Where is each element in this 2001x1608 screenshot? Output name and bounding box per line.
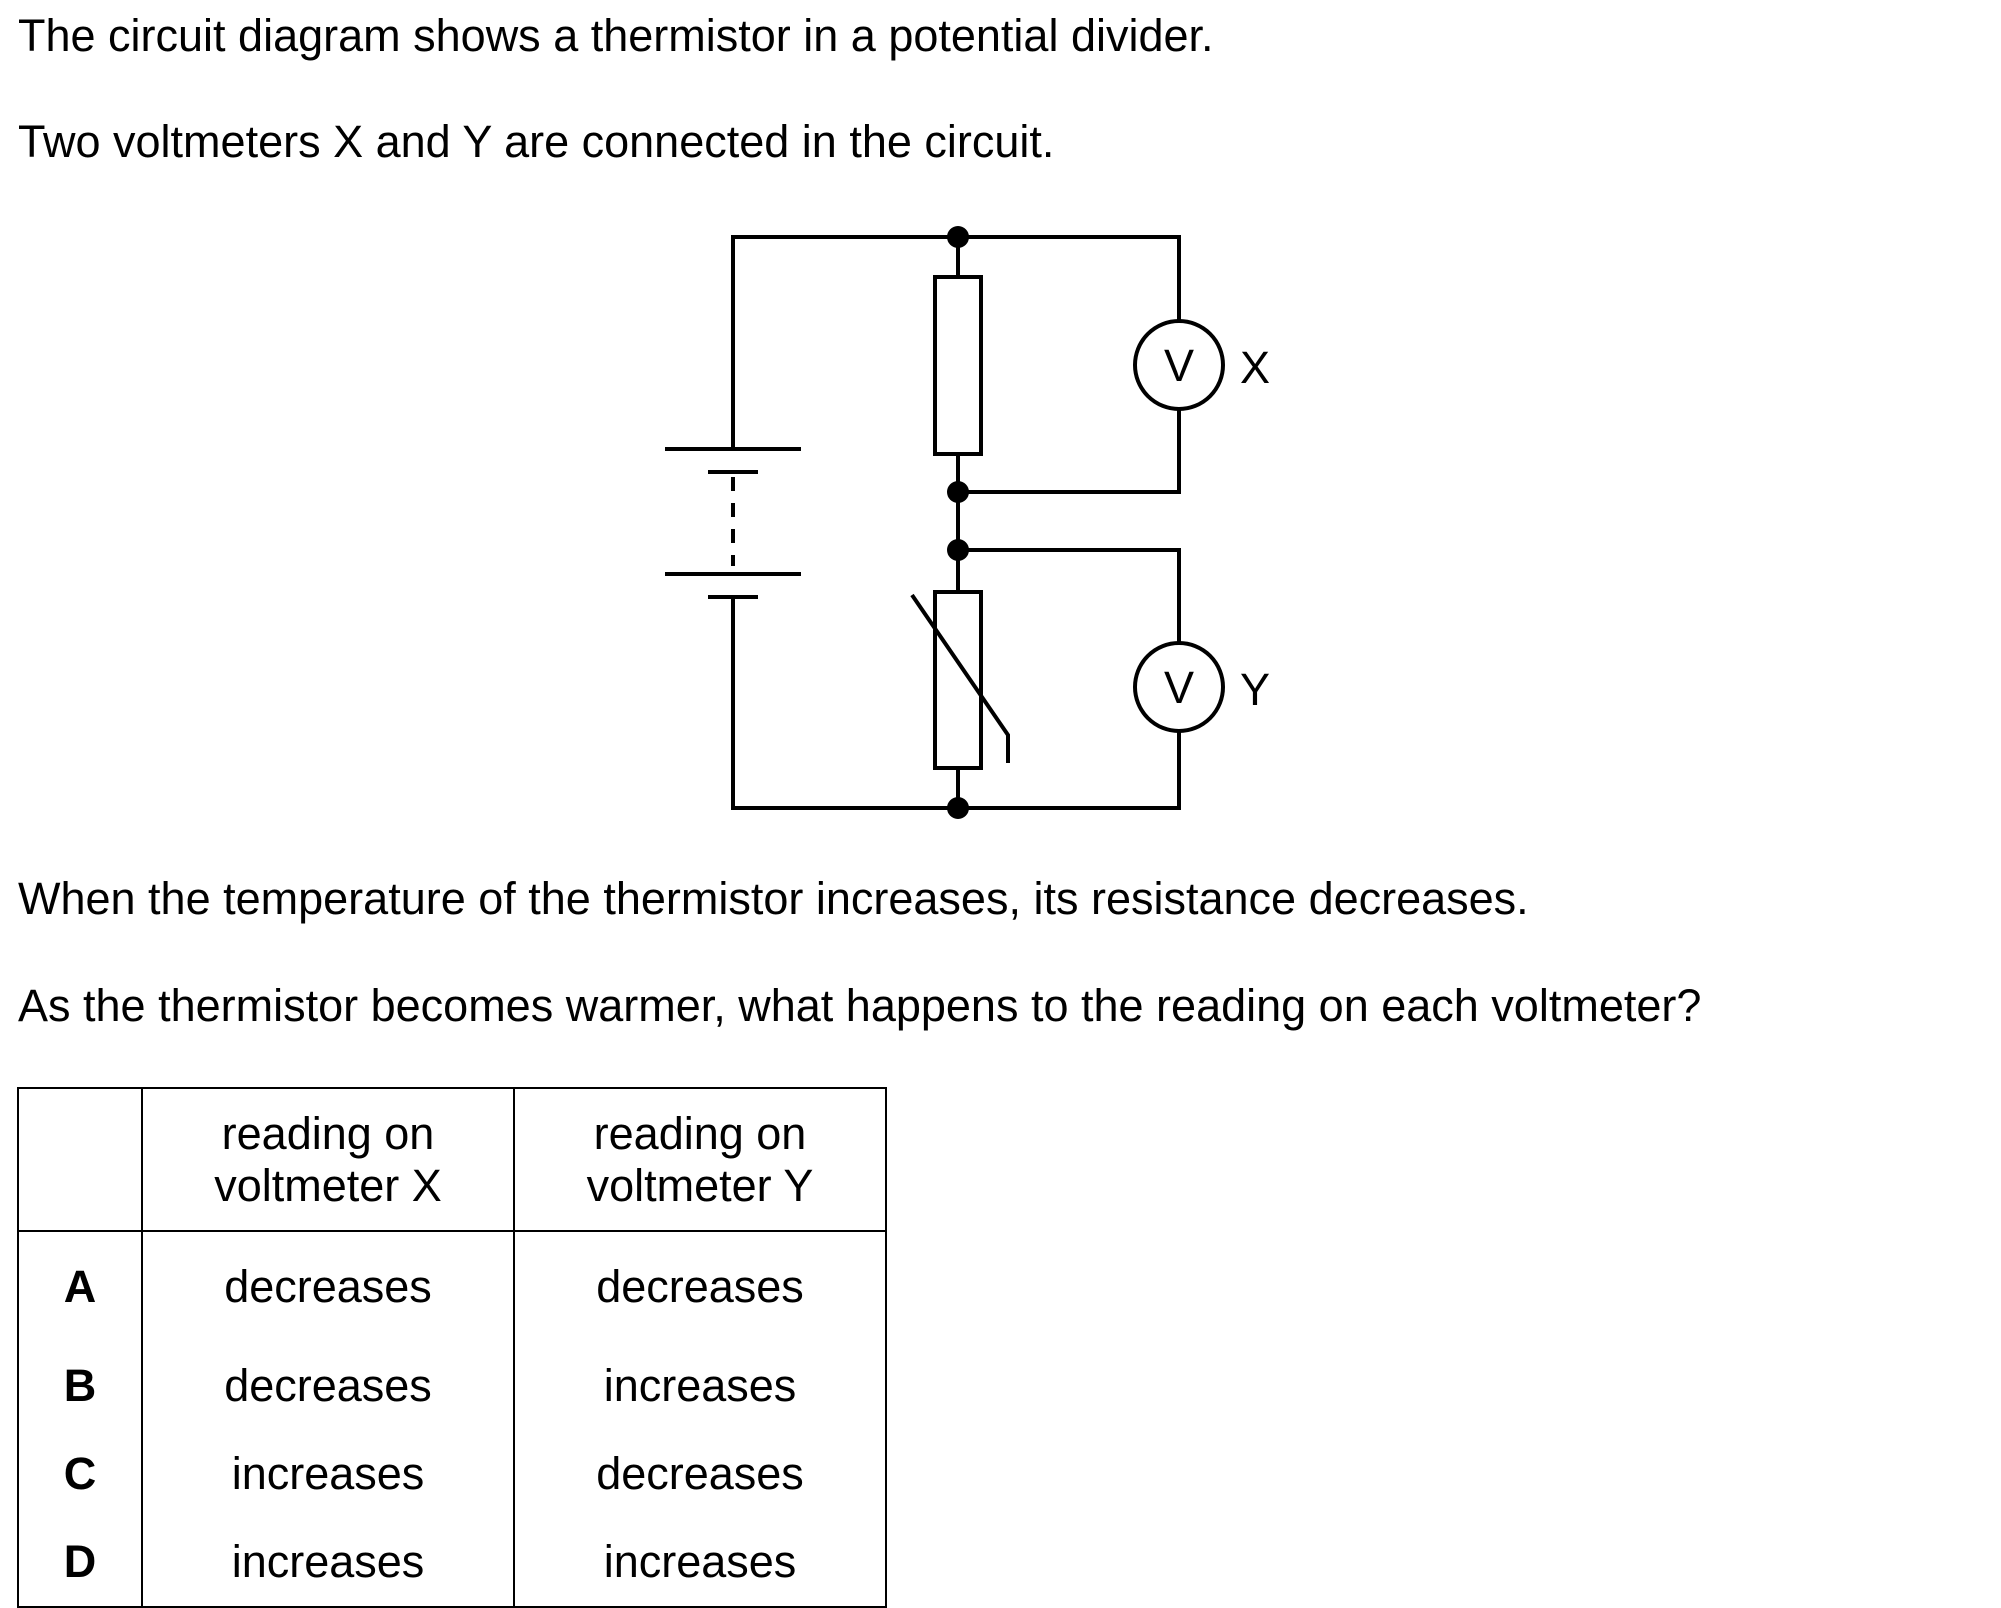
wire-left-top: [731, 235, 958, 448]
wire-right-y-bottom: [958, 731, 1181, 810]
intro-line-1: The circuit diagram shows a thermistor i…: [18, 10, 1214, 61]
thermistor-body: [933, 590, 983, 770]
voltmeter-x-label: X: [1240, 342, 1270, 393]
header-y-line-1: reading on: [593, 1107, 807, 1159]
option-key: A: [17, 1231, 143, 1342]
option-y-reading: decreases: [513, 1231, 887, 1342]
header-voltmeter-x: reading on voltmeter X: [141, 1087, 515, 1232]
statement-text: When the temperature of the thermistor i…: [18, 873, 1529, 924]
option-y-reading: increases: [513, 1518, 887, 1608]
table-header-row: reading on voltmeter X reading on voltme…: [17, 1087, 887, 1232]
header-x-line-2: voltmeter X: [214, 1159, 442, 1211]
option-key: D: [17, 1518, 143, 1608]
answer-table: reading on voltmeter X reading on voltme…: [17, 1087, 887, 1608]
voltmeter-x-symbol: V: [1164, 340, 1194, 391]
header-voltmeter-y: reading on voltmeter Y: [513, 1087, 887, 1232]
voltmeter-y-circle: [1133, 641, 1225, 733]
junction-bottom: [947, 797, 969, 819]
wire-left-bottom: [731, 597, 958, 810]
option-x-reading: decreases: [141, 1342, 515, 1430]
option-key: C: [17, 1430, 143, 1518]
voltmeter-y-symbol: V: [1164, 662, 1194, 713]
table-row: B decreases increases: [17, 1342, 887, 1430]
intro-line-2: Two voltmeters X and Y are connected in …: [18, 116, 1055, 167]
question-text: As the thermistor becomes warmer, what h…: [18, 980, 1702, 1031]
thermistor-diagonal: [910, 593, 1010, 763]
header-y-line-2: voltmeter Y: [586, 1159, 814, 1211]
junction-mid-upper: [947, 481, 969, 503]
header-key-cell: [17, 1087, 143, 1232]
option-x-reading: increases: [141, 1430, 515, 1518]
option-y-reading: decreases: [513, 1430, 887, 1518]
junction-top: [947, 226, 969, 248]
option-x-reading: decreases: [141, 1231, 515, 1342]
table-row: D increases increases: [17, 1518, 887, 1608]
option-y-reading: increases: [513, 1342, 887, 1430]
fixed-resistor: [933, 275, 983, 456]
header-x-line-1: reading on: [221, 1107, 435, 1159]
voltmeter-x-circle: [1133, 319, 1225, 411]
wire-right-y-top: [958, 548, 1181, 643]
option-x-reading: increases: [141, 1518, 515, 1608]
table-row: C increases decreases: [17, 1430, 887, 1518]
voltmeter-y-label: Y: [1240, 664, 1270, 715]
wire-right-x-bottom: [958, 409, 1181, 494]
junction-mid-lower: [947, 539, 969, 561]
wire-right-top: [958, 235, 1181, 321]
option-key: B: [17, 1342, 143, 1430]
table-row: A decreases decreases: [17, 1231, 887, 1342]
